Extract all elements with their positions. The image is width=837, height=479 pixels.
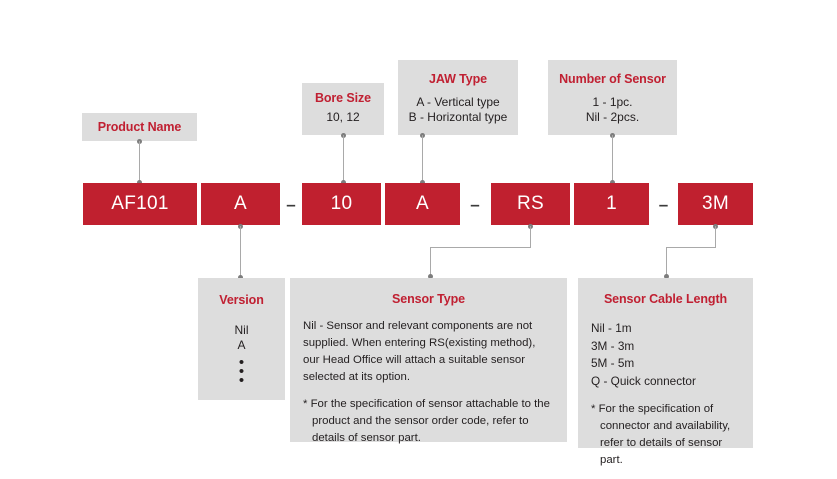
callout-sensor-type-note: * For the specification of sensor attach…: [290, 386, 567, 447]
callout-sensor-type: Sensor Type Nil - Sensor and relevant co…: [290, 278, 567, 444]
callout-product-name-title: Product Name: [97, 120, 182, 134]
callout-sensor-cable-length-line-1: Nil - 1m: [591, 321, 632, 335]
callout-sensor-type-paragraph: Nil - Sensor and relevant components are…: [303, 320, 536, 383]
callout-jaw-type: JAW Type A - Vertical type B - Horizonta…: [398, 60, 518, 135]
callout-jaw-type-line-1: A - Vertical type: [416, 95, 500, 109]
code-segment-sensor-cable-length[interactable]: 3M: [678, 183, 753, 225]
callout-sensor-cable-length-options: Nil - 1m 3M - 3m 5M - 5m Q - Quick conne…: [578, 306, 753, 390]
code-segment-jaw-type[interactable]: A: [385, 183, 460, 225]
callout-version-dot-2: •: [238, 363, 245, 380]
code-segment-sensor-type[interactable]: RS: [491, 183, 570, 225]
code-segment-bore-size[interactable]: 10: [302, 183, 381, 225]
callout-jaw-type-options: A - Vertical type B - Horizontal type: [398, 86, 518, 125]
callout-jaw-type-title: JAW Type: [428, 72, 487, 86]
callout-sensor-cable-length-note: * For the specification of connector and…: [578, 390, 753, 469]
connector-line-product-name: [139, 141, 141, 182]
callout-sensor-cable-length-line-2: 3M - 3m: [591, 338, 635, 353]
connector-line-sensor-type-horiz: [430, 247, 531, 249]
callout-version-title: Version: [219, 293, 264, 307]
callout-product-name: Product Name: [82, 113, 197, 141]
callout-number-of-sensor-line-1: 1 - 1pc.: [592, 95, 633, 109]
connector-line-sensor-cable-vert-left: [666, 247, 668, 275]
connector-dot-product-name-end: [137, 180, 142, 185]
callout-bore-size-title: Bore Size: [314, 91, 372, 105]
connector-line-bore-size: [343, 135, 345, 182]
connector-line-sensor-type-vert-right: [530, 226, 532, 248]
callout-jaw-type-line-2: B - Horizontal type: [408, 110, 508, 124]
callout-sensor-type-title: Sensor Type: [392, 292, 465, 306]
callout-number-of-sensor-title: Number of Sensor: [559, 72, 666, 86]
connector-dot-version-end: [238, 275, 243, 280]
callout-sensor-cable-length-title: Sensor Cable Length: [603, 292, 728, 306]
callout-number-of-sensor-line-2: Nil - 2pcs.: [585, 110, 640, 124]
callout-version-options: Nil A • • •: [198, 307, 285, 389]
connector-dot-sensor-type-end: [428, 274, 433, 279]
callout-sensor-cable-length-line-4: Q - Quick connector: [591, 373, 696, 388]
code-segment-product-name[interactable]: AF101: [83, 183, 197, 225]
callout-number-of-sensor: Number of Sensor 1 - 1pc. Nil - 2pcs.: [548, 60, 677, 135]
code-separator-1: –: [286, 195, 296, 214]
code-segment-number-of-sensor[interactable]: 1: [574, 183, 649, 225]
callout-sensor-type-note-text: * For the specification of sensor attach…: [303, 398, 550, 444]
callout-sensor-cable-length-note-text: * For the specification of connector and…: [591, 403, 731, 466]
connector-dot-number-of-sensor-end: [610, 180, 615, 185]
connector-dot-bore-size-end: [341, 180, 346, 185]
connector-line-number-of-sensor: [612, 135, 614, 182]
connector-dot-jaw-type-end: [420, 180, 425, 185]
callout-bore-size: Bore Size 10, 12: [302, 83, 384, 135]
callout-version: Version Nil A • • •: [198, 278, 285, 400]
callout-version-dot-1: •: [238, 354, 245, 371]
connector-line-version: [240, 226, 242, 278]
code-segment-version[interactable]: A: [201, 183, 280, 225]
callout-version-dot-3: •: [238, 372, 245, 389]
connector-line-sensor-cable-vert-right: [715, 226, 717, 248]
callout-sensor-cable-length-line-3: 5M - 5m: [591, 356, 635, 370]
callout-bore-size-values: 10, 12: [326, 110, 360, 124]
code-separator-2: –: [470, 195, 480, 214]
code-separator-3: –: [658, 195, 669, 214]
callout-number-of-sensor-options: 1 - 1pc. Nil - 2pcs.: [548, 86, 677, 125]
connector-line-sensor-type-vert-left: [430, 247, 432, 275]
callout-version-line-2: A: [237, 338, 246, 352]
connector-line-jaw-type: [422, 135, 424, 182]
connector-line-sensor-cable-horiz: [666, 247, 716, 249]
connector-dot-sensor-cable-end: [664, 274, 669, 279]
callout-sensor-cable-length: Sensor Cable Length Nil - 1m 3M - 3m 5M …: [578, 278, 753, 466]
callout-version-line-1: Nil: [234, 323, 249, 337]
